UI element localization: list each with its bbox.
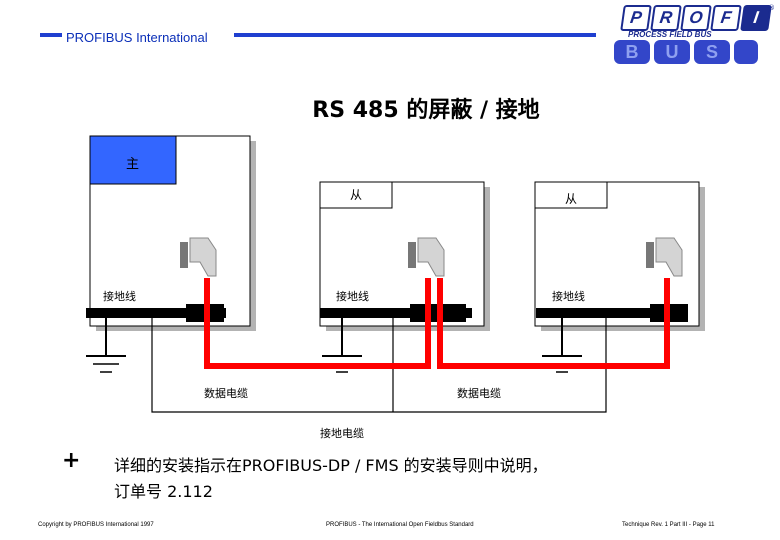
logo-bus-s: S [694, 40, 730, 64]
master-label-box [89, 135, 177, 185]
ground-cable-label: 接地电缆 [320, 427, 364, 440]
slave2-label-box [534, 181, 608, 209]
footer-standard: PROFIBUS - The International Open Fieldb… [326, 522, 474, 528]
slave1-label-box [319, 181, 393, 209]
logo-subtitle: PROCESS FIELD BUS [628, 30, 712, 39]
ground-bar-2 [320, 308, 472, 318]
ground-wire-label-3: 接地线 [552, 290, 585, 303]
ground-wire-label-1: 接地线 [103, 290, 136, 303]
connector-3 [646, 237, 683, 277]
connector-2 [408, 237, 445, 277]
ground-cable [151, 312, 607, 413]
data-cable-label-2: 数据电缆 [457, 387, 501, 400]
footer-copyright: Copyright by PROFIBUS International 1997 [38, 522, 154, 528]
connector-1 [180, 237, 217, 277]
installation-note: 详细的安装指示在PROFIBUS-DP / FMS 的安装导则中说明， 订单号 … [114, 453, 548, 505]
logo-bus-end [734, 40, 758, 64]
earth-symbol-1 [86, 318, 126, 373]
page-title-text: RS 485 的屏蔽 / 接地 [312, 98, 540, 123]
note-line-1: 详细的安装指示在PROFIBUS-DP / FMS 的安装导则中说明， [114, 456, 548, 475]
note-line-2: 订单号 2.112 [114, 482, 213, 501]
data-cable-1 [204, 278, 431, 369]
ground-bar-1 [86, 308, 226, 318]
slave2-label: 从 [565, 192, 578, 206]
ground-bar-3 [536, 308, 686, 318]
ground-wire-label-2: 接地线 [336, 290, 369, 303]
slave1-label: 从 [350, 188, 363, 202]
logo-registered-mark: ® [768, 4, 775, 12]
data-cable-label-1: 数据电缆 [204, 387, 248, 400]
footer-page: Technique Rev. 1 Part III - Page 11 [622, 522, 715, 528]
data-cable-2 [437, 278, 670, 369]
logo-bus-b: B [614, 40, 650, 64]
bullet-plus-icon: + [62, 448, 81, 473]
master-label: 主 [126, 157, 140, 172]
logo-bus-u: U [654, 40, 690, 64]
org-name: PROFIBUS International [66, 30, 208, 45]
header-bar-left [40, 33, 62, 37]
page-title: RS 485 的屏蔽 / 接地 [0, 92, 780, 124]
header-bar-right [234, 33, 596, 37]
